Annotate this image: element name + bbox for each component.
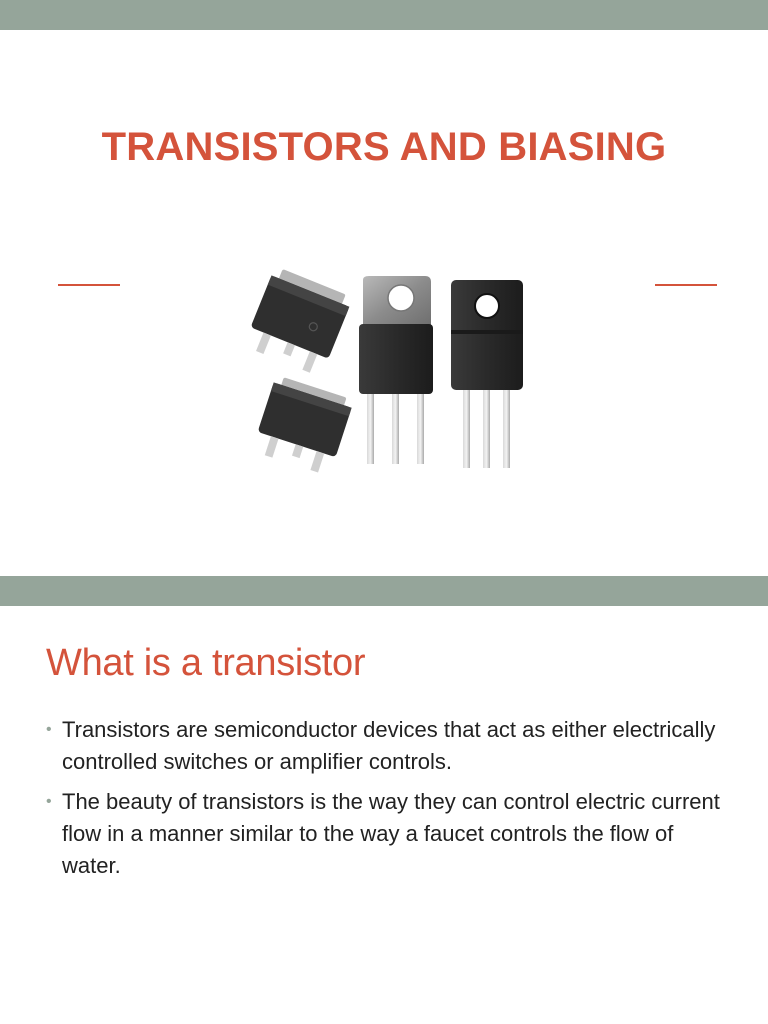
slide-top-bar bbox=[0, 0, 768, 30]
bullet-list: • Transistors are semiconductor devices … bbox=[46, 714, 726, 890]
smd-transistor-bottom bbox=[258, 377, 352, 473]
title-rule-left bbox=[58, 284, 120, 286]
bullet-icon: • bbox=[46, 793, 52, 810]
title-rule-right bbox=[655, 284, 717, 286]
title-slide: TRANSISTORS AND BIASING bbox=[0, 0, 768, 473]
slide-top-bar bbox=[0, 576, 768, 606]
content-slide: What is a transistor • Transistors are s… bbox=[0, 576, 768, 1024]
to220f-transistor-plastic bbox=[451, 280, 523, 468]
bullet-item: • Transistors are semiconductor devices … bbox=[46, 714, 726, 778]
smd-transistor-top bbox=[251, 269, 350, 373]
to220-transistor-metal bbox=[359, 276, 433, 464]
bullet-text: The beauty of transistors is the way the… bbox=[62, 789, 720, 878]
slide-heading: What is a transistor bbox=[46, 642, 366, 684]
transistor-photo bbox=[251, 269, 523, 473]
slide-title: TRANSISTORS AND BIASING bbox=[101, 125, 667, 169]
bullet-text: Transistors are semiconductor devices th… bbox=[62, 717, 716, 774]
bullet-icon: • bbox=[46, 721, 52, 738]
bullet-item: • The beauty of transistors is the way t… bbox=[46, 786, 726, 882]
